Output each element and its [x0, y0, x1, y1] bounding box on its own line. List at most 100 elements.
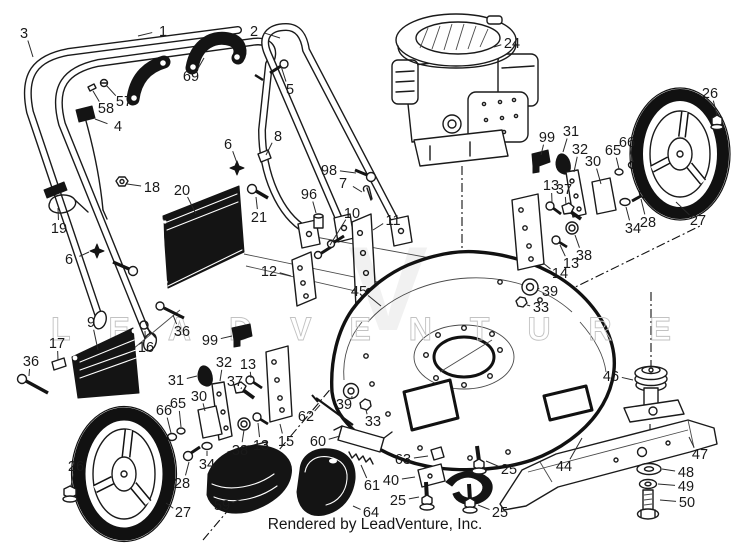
callout-leader-line	[401, 476, 416, 480]
part-number-label: 26	[702, 86, 718, 102]
callout-leader-line	[367, 295, 382, 307]
part-number-label: 40	[383, 473, 399, 489]
part-number-label: 99	[202, 333, 218, 349]
part-number-label: 30	[191, 389, 207, 405]
callout-leader-line	[165, 502, 174, 509]
part-number-label: 8	[274, 129, 282, 145]
part-number-label: 34	[625, 221, 641, 237]
callout-leader-line	[640, 198, 646, 215]
callout-leader-line	[574, 234, 580, 248]
callout-leader-line	[280, 65, 287, 82]
callout-leader-line	[314, 404, 321, 412]
part-number-label: 66	[619, 135, 635, 151]
callout-leader-line	[232, 498, 242, 504]
part-number-label: 33	[533, 300, 549, 316]
part-number-label: 36	[23, 354, 39, 370]
callout-leader-line	[329, 219, 347, 246]
part-number-label: 9	[87, 315, 95, 331]
part-number-label: 13	[543, 178, 559, 194]
callout-leader-line	[408, 496, 420, 500]
part-number-label: 38	[576, 248, 592, 264]
callout-leader-line	[712, 100, 718, 116]
callout-leader-line	[257, 422, 261, 438]
callout-leader-line	[569, 437, 583, 460]
part-number-label: 32	[572, 142, 588, 158]
callout-leader-line	[352, 505, 361, 510]
mulch-cover	[296, 448, 356, 517]
part-number-label: 36	[174, 324, 190, 340]
rear-wheel	[629, 87, 731, 221]
callout-leader-line	[661, 468, 676, 472]
callout-leader-line	[28, 368, 31, 377]
part-number-label: 44	[556, 459, 572, 475]
height-adjuster-left	[166, 323, 293, 462]
part-number-label: 47	[692, 447, 708, 463]
part-number-label: 28	[640, 215, 656, 231]
part-number-label: 45	[351, 284, 367, 300]
part-number-label: 19	[51, 221, 67, 237]
callout-leader-line	[79, 251, 90, 257]
callout-leader-line	[625, 206, 631, 221]
part-number-label: 24	[504, 36, 520, 52]
callout-leader-line	[178, 410, 182, 428]
callout-leader-line	[219, 369, 223, 382]
callout-leader-line	[675, 201, 690, 216]
blade-bolt-stack	[636, 462, 662, 520]
part-number-label: 49	[678, 479, 694, 495]
part-number-label: 7	[339, 176, 347, 192]
part-number-label: 48	[678, 465, 694, 481]
callout-leader-line	[255, 196, 258, 210]
callout-leader-line	[220, 335, 233, 340]
handle-hardware	[43, 59, 289, 277]
callout-leader-line	[659, 499, 677, 502]
callout-leader-line	[615, 157, 620, 170]
part-number-label: 6	[65, 252, 73, 268]
part-number-label: 26	[68, 459, 84, 475]
door-rod-spring	[311, 382, 393, 465]
part-number-label: 27	[690, 213, 706, 229]
callout-leader-line	[537, 287, 540, 290]
callout-leader-line	[202, 403, 206, 412]
part-number-label: 25	[390, 493, 406, 509]
callout-leader-line	[542, 262, 551, 270]
callout-leader-line	[629, 149, 634, 163]
part-number-label: 30	[585, 154, 601, 170]
foam-grips	[126, 31, 247, 106]
part-number-label: 37	[227, 374, 243, 390]
throttle-control	[75, 78, 109, 220]
part-number-label: 28	[174, 476, 190, 492]
callout-leader-line	[93, 329, 99, 351]
part-number-label: 17	[49, 336, 65, 352]
part-number-label: 13	[253, 438, 269, 454]
callout-leader-line	[264, 32, 281, 39]
part-number-label: 58	[98, 101, 114, 117]
rear-handle-tube	[23, 26, 242, 330]
callout-leader-line	[241, 429, 245, 443]
part-number-label: 33	[365, 414, 381, 430]
callout-leader-line	[232, 151, 238, 164]
watermark-text: LEADVENTURE	[51, 311, 709, 347]
part-number-label: 66	[156, 403, 172, 419]
part-number-label: 96	[301, 187, 317, 203]
part-number-label: 57	[116, 94, 132, 110]
callout-leader-line	[360, 464, 368, 479]
part-number-label: 62	[298, 409, 314, 425]
callout-leader-line	[596, 168, 602, 185]
part-number-label: 5	[286, 82, 294, 98]
part-number-label: 39	[336, 397, 352, 413]
callout-leader-line	[352, 185, 363, 193]
callout-leader-line	[279, 423, 283, 434]
part-number-label: 13	[563, 256, 579, 272]
part-number-label: 46	[603, 369, 619, 385]
part-number-label: 14	[552, 266, 568, 282]
callout-leader-line	[105, 84, 117, 97]
part-number-label: 61	[364, 478, 380, 494]
part-number-label: 99	[539, 130, 555, 146]
leadventure-v-watermark-icon: V	[348, 222, 428, 356]
callout-leader-line	[126, 183, 142, 187]
part-number-label: 69	[183, 69, 199, 85]
part-number-label: 27	[175, 505, 191, 521]
